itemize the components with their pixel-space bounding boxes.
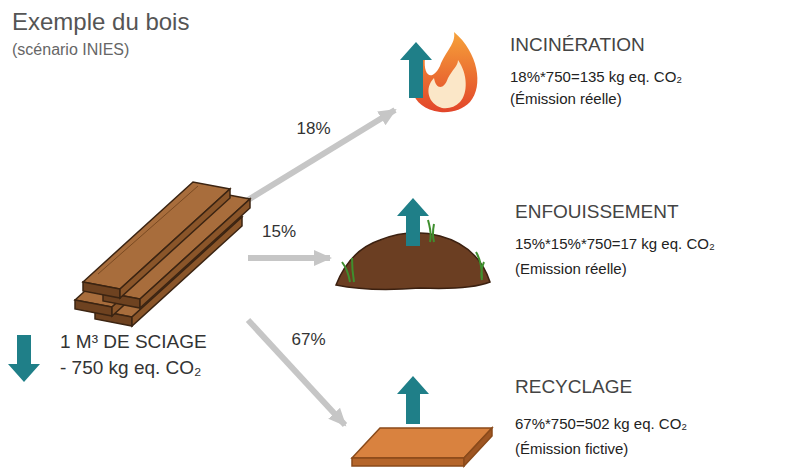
node-text: 15%*15%*750=17 kg eq. CO₂: [515, 235, 715, 253]
percentage-label: 67%: [289, 330, 327, 350]
node-heading: INCINÉRATION: [510, 34, 645, 57]
incineration-node: INCINÉRATION 18%*750=135 kg eq. CO₂ (Émiss…: [395, 28, 780, 118]
node-text: 18%*750=135 kg eq. CO₂: [510, 68, 682, 86]
node-text: 1 M³ DE SCIAGE: [60, 331, 207, 354]
source-wood: 1 M³ DE SCIAGE - 750 kg eq. CO₂: [8, 185, 248, 390]
percentage-label: 18%: [294, 119, 332, 139]
recycling-node: RECYCLAGE 67%*750=502 kg eq. CO₂ (Émission…: [345, 370, 780, 468]
flow-arrow: [248, 255, 330, 261]
node-text: (Emission réelle): [515, 260, 627, 278]
node-heading: RECYCLAGE: [515, 376, 632, 399]
landfill-node: ENFOUISSEMENT 15%*15%*750=17 kg eq. CO₂ (E…: [330, 195, 780, 295]
flow-arrow: [248, 110, 395, 200]
node-text: (Émission fictive): [515, 440, 628, 458]
node-text: 67%*750=502 kg eq. CO₂: [515, 415, 687, 433]
subtitle-note: (scénario INIES): [12, 40, 129, 59]
node-text: (Émission réelle): [510, 90, 622, 108]
percentage-label: 15%: [260, 222, 298, 242]
node-heading: ENFOUISSEMENT: [515, 201, 679, 224]
flow-arrow: [248, 320, 345, 425]
diagram-title: Exemple du bois: [12, 8, 189, 37]
node-text: - 750 kg eq. CO₂: [60, 357, 202, 380]
